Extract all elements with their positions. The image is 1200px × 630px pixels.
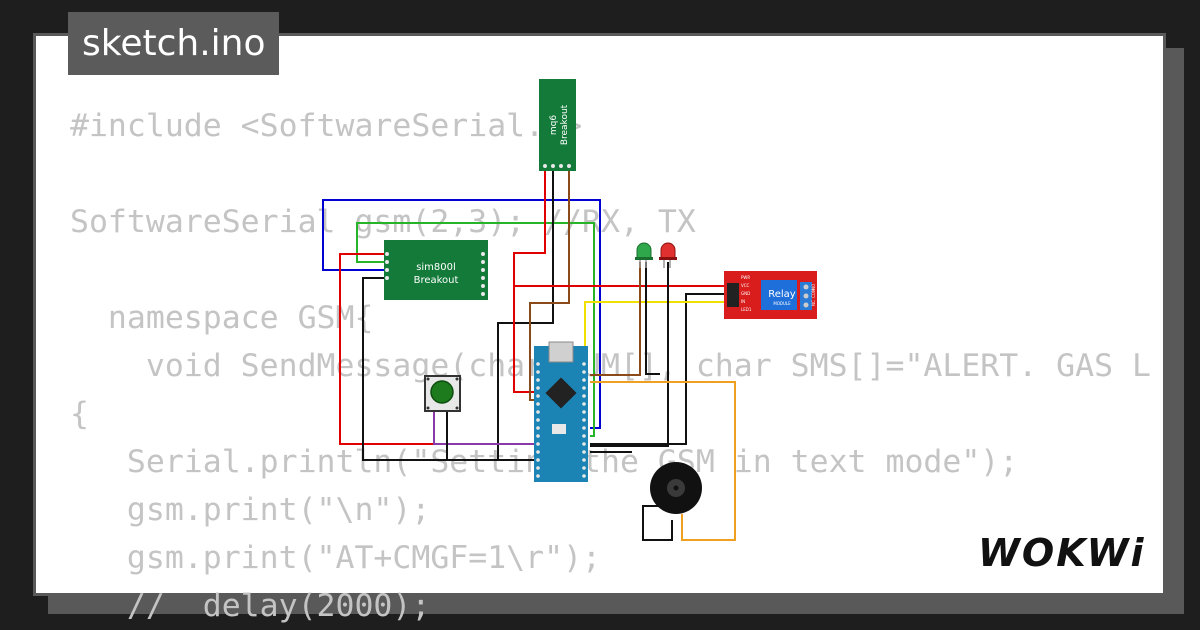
nano-pin bbox=[582, 466, 586, 470]
relay-pin-label: VCC bbox=[741, 283, 750, 288]
nano-pin bbox=[536, 458, 540, 462]
nano-pin bbox=[536, 362, 540, 366]
wire-red-relay-vcc bbox=[513, 285, 727, 392]
nano-pin bbox=[582, 378, 586, 382]
code-line: // delay(2000); bbox=[70, 588, 431, 624]
wire-green-led bbox=[645, 262, 660, 375]
wire-brown-led bbox=[590, 262, 641, 376]
nano-pin bbox=[582, 442, 586, 446]
nano-pin bbox=[536, 394, 540, 398]
arduino-nano[interactable] bbox=[534, 341, 588, 482]
nano-pin bbox=[536, 386, 540, 390]
code-line: gsm.print("\n"); bbox=[70, 492, 431, 528]
nano-pin bbox=[536, 410, 540, 414]
wire-black-buzzer bbox=[642, 505, 673, 541]
nano-pin bbox=[582, 410, 586, 414]
wire-button-purple bbox=[433, 410, 536, 445]
nano-pin bbox=[582, 394, 586, 398]
nano-pin bbox=[536, 426, 540, 430]
nano-pin bbox=[582, 362, 586, 366]
mq6-label: mq6 bbox=[549, 115, 559, 135]
nano-pin bbox=[582, 458, 586, 462]
wire-red-mq6 bbox=[513, 168, 546, 393]
code-line: { bbox=[70, 396, 89, 432]
relay-sub-label: MODULE bbox=[773, 301, 791, 306]
relay-terminal-label: NO bbox=[811, 284, 816, 290]
code-line: gsm.print("AT+CMGF=1\r"); bbox=[70, 540, 602, 576]
code-line: SoftwareSerial gsm(2,3); //RX, TX bbox=[70, 204, 696, 240]
file-title-tab: sketch.ino bbox=[68, 12, 280, 75]
nano-pin bbox=[582, 434, 586, 438]
mq6-sub-label: Breakout bbox=[560, 104, 570, 145]
nano-pin bbox=[582, 450, 586, 454]
sim800l-label: sim800l bbox=[416, 262, 456, 273]
mq6-breakout[interactable]: mq6 Breakout bbox=[539, 79, 576, 171]
relay-pin-label: GND bbox=[741, 291, 750, 296]
wire-orange-buzzer bbox=[590, 381, 736, 541]
wokwi-logo: WOKWi bbox=[978, 531, 1146, 575]
nano-pin bbox=[536, 418, 540, 422]
nano-pin bbox=[536, 442, 540, 446]
wire-black-relay-gnd bbox=[590, 293, 727, 445]
code-line: namespace GSM{ bbox=[70, 300, 374, 336]
wire-blue-sim-top bbox=[322, 199, 601, 429]
nano-pin bbox=[582, 386, 586, 390]
relay-pin-label: IN bbox=[741, 299, 745, 304]
nano-pin bbox=[582, 474, 586, 478]
green-led[interactable] bbox=[635, 242, 653, 268]
wire-black-sim bbox=[362, 277, 536, 461]
relay-terminal-label: COM bbox=[811, 288, 816, 298]
nano-pin bbox=[536, 370, 540, 374]
relay-label: Relay bbox=[768, 289, 796, 300]
nano-pin bbox=[536, 402, 540, 406]
wokwi-logo-text: WOKWi bbox=[978, 531, 1146, 575]
nano-pin bbox=[536, 434, 540, 438]
nano-pin bbox=[582, 370, 586, 374]
red-led[interactable] bbox=[659, 242, 677, 268]
buzzer[interactable] bbox=[650, 462, 702, 514]
nano-pin bbox=[582, 418, 586, 422]
wire-green-sim bbox=[356, 222, 595, 437]
nano-pin bbox=[582, 402, 586, 406]
nano-pin bbox=[536, 378, 540, 382]
wire-brown-mq6 bbox=[529, 168, 570, 401]
nano-pin bbox=[536, 466, 540, 470]
nano-pin bbox=[536, 474, 540, 478]
wires bbox=[322, 168, 736, 541]
nano-pin bbox=[536, 450, 540, 454]
wire-red-led bbox=[590, 262, 669, 447]
wire-black-mq6 bbox=[497, 168, 554, 460]
relay-pin-label: LED1 bbox=[741, 307, 752, 312]
code-line: #include <SoftwareSerial.h> bbox=[70, 108, 583, 144]
nano-pin bbox=[582, 426, 586, 430]
code-line: Serial.println("Setting the GSM in text … bbox=[126, 444, 1019, 480]
sim800l-breakout[interactable]: sim800l Breakout bbox=[384, 240, 488, 300]
relay-pin-label: PWR bbox=[741, 275, 750, 280]
relay-terminal-label: NC bbox=[811, 300, 816, 306]
push-button[interactable] bbox=[424, 375, 461, 412]
sim800l-sub-label: Breakout bbox=[414, 275, 459, 286]
